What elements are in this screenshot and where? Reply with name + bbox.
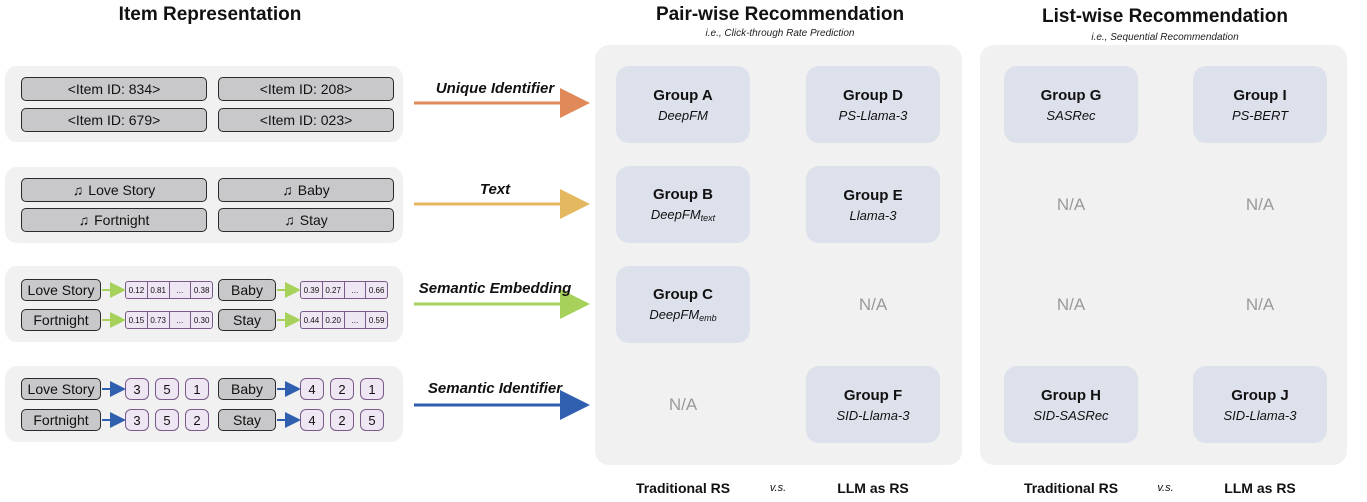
semantic-identifier-label: Semantic Identifier (427, 380, 563, 397)
embedding-item-pill: Stay (218, 309, 276, 331)
text-item-pill: ♫Fortnight (21, 208, 207, 232)
row-unique-identifier: <Item ID: 834> <Item ID: 208> <Item ID: … (5, 66, 403, 142)
item-id-pill: <Item ID: 208> (218, 77, 394, 101)
text-item-pill: ♫Stay (218, 208, 394, 232)
pairwise-subtitle: i.e., Click-through Rate Prediction (705, 28, 855, 39)
na-cell: N/A (1245, 294, 1275, 314)
na-cell: N/A (1056, 294, 1086, 314)
music-note-icon: ♫ (282, 182, 293, 198)
embedding-item-pill: Fortnight (21, 309, 101, 331)
sid-code: 5 (155, 378, 179, 400)
na-cell: N/A (858, 294, 888, 314)
sid-code: 2 (185, 409, 209, 431)
text-item-pill: ♫Love Story (21, 178, 207, 202)
row-text: ♫Love Story ♫Baby ♫Fortnight ♫Stay (5, 167, 403, 243)
sid-code: 5 (360, 409, 384, 431)
listwise-subtitle: i.e., Sequential Recommendation (1091, 32, 1239, 43)
text-label: Text (479, 181, 511, 198)
embedding-item-pill: Baby (218, 279, 276, 301)
text-item-label: Fortnight (94, 212, 150, 228)
music-note-icon: ♫ (78, 212, 90, 228)
embedding-item-pill: Love Story (21, 279, 101, 301)
pairwise-title: Pair-wise Recommendation (655, 4, 905, 25)
item-id-pill: <Item ID: 023> (218, 108, 394, 132)
text-item-label: Love Story (88, 182, 156, 198)
music-note-icon: ♫ (72, 182, 84, 198)
text-item-pill: ♫Baby (218, 178, 394, 202)
listwise-title: List-wise Recommendation (1042, 6, 1288, 27)
sid-code: 1 (360, 378, 384, 400)
text-item-label: Stay (299, 212, 328, 228)
sid-code: 2 (330, 409, 354, 431)
sid-code: 5 (155, 409, 179, 431)
listwise-footer-traditional: Traditional RS (1023, 480, 1119, 496)
unique-identifier-label: Unique Identifier (435, 80, 555, 97)
music-note-icon: ♫ (284, 212, 295, 228)
text-item-label: Baby (297, 182, 330, 198)
listwise-footer-vs: v.s. (1157, 482, 1174, 494)
sid-code: 2 (330, 378, 354, 400)
na-cell: N/A (1056, 194, 1086, 214)
sid-item-pill: Love Story (21, 378, 101, 400)
sid-code: 1 (185, 378, 209, 400)
pairwise-footer-llm: LLM as RS (837, 480, 909, 496)
semantic-embedding-label: Semantic Embedding (418, 280, 572, 297)
pairwise-footer-traditional: Traditional RS (635, 480, 731, 496)
na-cell: N/A (668, 394, 698, 414)
na-cell: N/A (1245, 194, 1275, 214)
item-representation-title: Item Representation (118, 4, 302, 25)
listwise-footer-llm: LLM as RS (1224, 480, 1296, 496)
sid-item-pill: Fortnight (21, 409, 101, 431)
item-id-pill: <Item ID: 679> (21, 108, 207, 132)
row-semantic-identifier: Love Story 3 5 1 Baby 4 2 1 Fortnight 3 … (5, 366, 403, 442)
pairwise-footer-vs: v.s. (769, 482, 787, 494)
item-id-pill: <Item ID: 834> (21, 77, 207, 101)
sid-item-pill: Baby (218, 378, 276, 400)
sid-item-pill: Stay (218, 409, 276, 431)
